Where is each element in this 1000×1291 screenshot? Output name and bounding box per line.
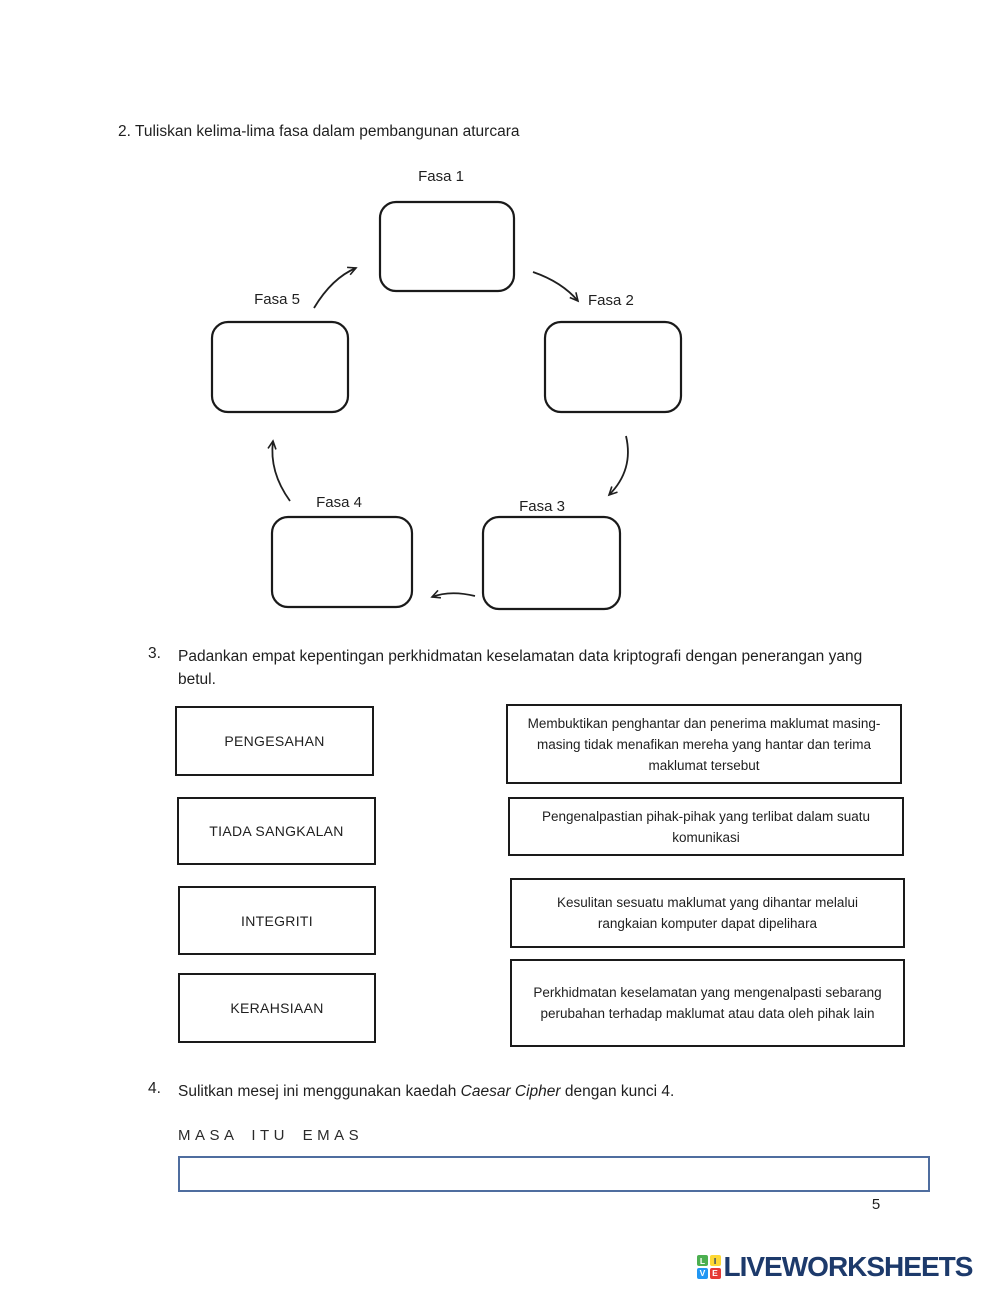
liveworksheets-grid-icon: L I V E	[697, 1255, 721, 1279]
question-3-number: 3.	[148, 645, 161, 662]
fasa-2-answer-box[interactable]	[543, 320, 683, 414]
arrow-fasa2-to-fasa3-icon	[607, 435, 629, 497]
cipher-answer-input[interactable]	[178, 1156, 930, 1192]
arrow-fasa1-to-fasa2-icon	[532, 271, 580, 303]
question-4-number: 4.	[148, 1080, 161, 1097]
question-4-text-before: Sulitkan mesej ini menggunakan kaedah	[178, 1083, 461, 1100]
page-number: 5	[871, 1196, 881, 1213]
fasa-1-answer-box[interactable]	[378, 200, 516, 293]
description-box-2[interactable]: Pengenalpastian pihak-pihak yang terliba…	[508, 797, 904, 856]
question-4-title: Sulitkan mesej ini menggunakan kaedah Ca…	[178, 1080, 898, 1103]
description-box-1[interactable]: Membuktikan penghantar dan penerima makl…	[506, 704, 902, 784]
fasa-3-label: Fasa 3	[519, 498, 565, 515]
term-box-tiada-sangkalan[interactable]: TIADA SANGKALAN	[177, 797, 376, 865]
fasa-3-answer-box[interactable]	[481, 515, 622, 611]
grid-letter-v: V	[697, 1267, 708, 1279]
term-box-pengesahan[interactable]: PENGESAHAN	[175, 706, 374, 776]
description-box-4[interactable]: Perkhidmatan keselamatan yang mengenalpa…	[510, 959, 905, 1047]
fasa-5-answer-box[interactable]	[210, 320, 350, 414]
fasa-5-label: Fasa 5	[254, 291, 300, 308]
fasa-4-answer-box[interactable]	[270, 515, 414, 609]
cipher-message-text: MASA ITU EMAS	[178, 1127, 364, 1144]
fasa-2-label: Fasa 2	[588, 292, 634, 309]
grid-letter-i: I	[709, 1255, 721, 1267]
question-4-text-after: dengan kunci 4.	[560, 1083, 675, 1100]
question-2-title: 2. Tuliskan kelima-lima fasa dalam pemba…	[118, 123, 520, 140]
liveworksheets-logo[interactable]: L I V E LIVEWORKSHEETS	[697, 1251, 974, 1283]
question-3-title: Padankan empat kepentingan perkhidmatan …	[178, 648, 863, 688]
brand-wordmark: LIVEWORKSHEETS	[723, 1251, 974, 1282]
arrow-fasa4-to-fasa5-icon	[267, 439, 291, 502]
description-box-3[interactable]: Kesulitan sesuatu maklumat yang dihantar…	[510, 878, 905, 948]
grid-letter-e: E	[709, 1267, 721, 1279]
fasa-4-label: Fasa 4	[316, 494, 362, 511]
phase-cycle-diagram: Fasa 1 Fasa 2 Fasa 3 Fasa 4 Fasa 5	[210, 168, 683, 611]
question-4-cipher-name: Caesar Cipher	[460, 1083, 561, 1100]
term-box-kerahsiaan[interactable]: KERAHSIAAN	[178, 973, 376, 1043]
term-box-integriti[interactable]: INTEGRITI	[178, 886, 376, 955]
arrow-fasa5-to-fasa1-icon	[313, 266, 358, 309]
arrow-fasa3-to-fasa4-icon	[430, 589, 476, 599]
grid-letter-l: L	[697, 1255, 708, 1267]
fasa-1-label: Fasa 1	[418, 168, 464, 185]
